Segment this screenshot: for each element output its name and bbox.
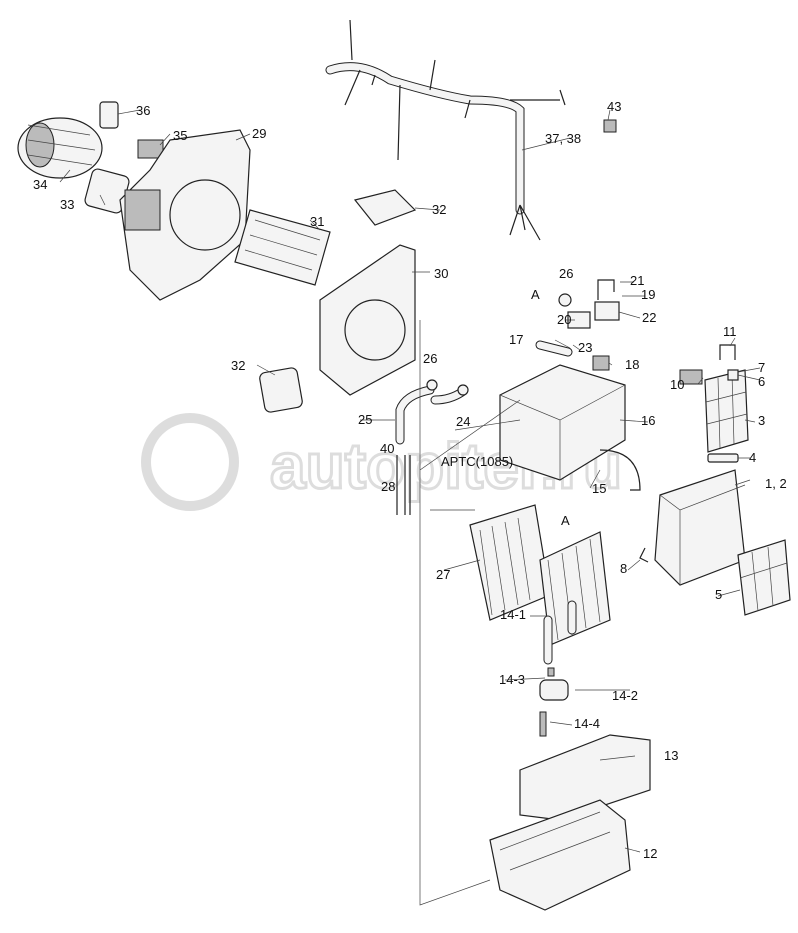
expansion-valve bbox=[539, 679, 569, 701]
sensor-43 bbox=[603, 119, 617, 133]
label-5: 5 bbox=[715, 587, 722, 602]
label-35: 35 bbox=[173, 128, 187, 143]
label-6: 6 bbox=[758, 374, 765, 389]
label-3: 3 bbox=[758, 413, 765, 428]
clamp-26 bbox=[558, 293, 572, 307]
label-aptc: APTC(1085) bbox=[441, 454, 513, 469]
label-A-top: A bbox=[531, 287, 540, 302]
actuator-10 bbox=[679, 369, 703, 385]
label-20: 20 bbox=[557, 312, 571, 327]
label-14-3: 14-3 bbox=[499, 672, 525, 687]
label-7: 7 bbox=[758, 360, 765, 375]
resistor bbox=[99, 101, 119, 129]
label-37-38: 37, 38 bbox=[545, 131, 581, 146]
blower-motor bbox=[17, 117, 103, 179]
case-1-2 bbox=[654, 469, 746, 586]
label-24: 24 bbox=[456, 414, 470, 429]
label-36: 36 bbox=[136, 103, 150, 118]
label-29: 29 bbox=[252, 126, 266, 141]
label-16: 16 bbox=[641, 413, 655, 428]
label-25: 25 bbox=[358, 412, 372, 427]
label-31: 31 bbox=[310, 214, 324, 229]
cover-13 bbox=[519, 734, 651, 821]
label-18: 18 bbox=[625, 357, 639, 372]
label-A-low: A bbox=[561, 513, 570, 528]
label-33: 33 bbox=[60, 197, 74, 212]
actuator-18 bbox=[592, 355, 610, 371]
label-30: 30 bbox=[434, 266, 448, 281]
filter-3 bbox=[704, 369, 749, 453]
label-19: 19 bbox=[641, 287, 655, 302]
label-40: 40 bbox=[380, 441, 394, 456]
part-6 bbox=[727, 369, 739, 381]
label-10: 10 bbox=[670, 377, 684, 392]
module-16 bbox=[499, 364, 626, 481]
case-12 bbox=[489, 799, 631, 911]
label-32-top: 32 bbox=[432, 202, 446, 217]
label-28: 28 bbox=[381, 479, 395, 494]
label-12: 12 bbox=[643, 846, 657, 861]
label-22: 22 bbox=[642, 310, 656, 325]
label-26-mid: 26 bbox=[423, 351, 437, 366]
label-27: 27 bbox=[436, 567, 450, 582]
gasket-32-low bbox=[259, 367, 303, 413]
label-11: 11 bbox=[723, 324, 737, 339]
part-11 bbox=[719, 344, 736, 360]
label-26-top: 26 bbox=[559, 266, 573, 281]
label-34: 34 bbox=[33, 177, 47, 192]
heater-core bbox=[469, 504, 551, 621]
sensor-15 bbox=[599, 449, 641, 491]
filter-31 bbox=[234, 209, 331, 286]
label-43: 43 bbox=[607, 99, 621, 114]
wiring-harness bbox=[325, 19, 566, 241]
label-23: 23 bbox=[578, 340, 592, 355]
gasket-32-top bbox=[353, 189, 417, 226]
actuator-22 bbox=[594, 301, 620, 321]
label-14-4: 14-4 bbox=[574, 716, 600, 731]
label-1-2: 1, 2 bbox=[765, 476, 787, 491]
label-21: 21 bbox=[630, 273, 644, 288]
label-13: 13 bbox=[664, 748, 678, 763]
label-8: 8 bbox=[620, 561, 627, 576]
label-32-low: 32 bbox=[231, 358, 245, 373]
label-15: 15 bbox=[592, 481, 606, 496]
seal-4 bbox=[707, 453, 739, 463]
label-14-2: 14-2 bbox=[612, 688, 638, 703]
filter-small bbox=[137, 139, 164, 159]
label-14-1: 14-1 bbox=[500, 607, 526, 622]
filter-5 bbox=[737, 539, 791, 616]
label-17: 17 bbox=[509, 332, 523, 347]
clip-8 bbox=[639, 547, 649, 563]
label-4: 4 bbox=[749, 450, 756, 465]
